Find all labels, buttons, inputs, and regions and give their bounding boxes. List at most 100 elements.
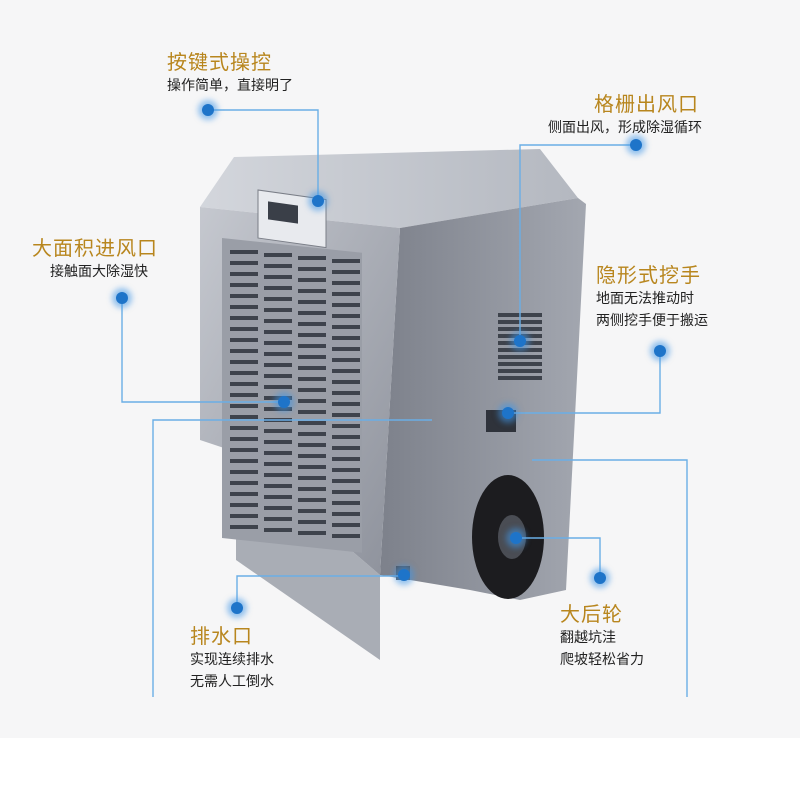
grille-slot bbox=[230, 305, 258, 309]
callout-title: 排水口 bbox=[190, 624, 253, 648]
grille-slot bbox=[230, 415, 258, 419]
grille-slot bbox=[264, 484, 292, 488]
grille-slot bbox=[230, 283, 258, 287]
grille-slot bbox=[264, 407, 292, 411]
callout-line: 两侧挖手便于搬运 bbox=[596, 313, 708, 329]
grille-slot bbox=[230, 514, 258, 518]
grille-slot bbox=[298, 465, 326, 469]
grille-slot bbox=[230, 503, 258, 507]
grille-slot bbox=[264, 506, 292, 510]
grille-slot bbox=[332, 358, 360, 362]
grille-slot bbox=[298, 388, 326, 392]
grille-slot bbox=[230, 437, 258, 441]
grille-slot bbox=[332, 523, 360, 527]
grille-slot bbox=[298, 322, 326, 326]
grille-slot bbox=[230, 470, 258, 474]
grille-slot bbox=[230, 481, 258, 485]
grille-slot bbox=[298, 443, 326, 447]
grille-slot bbox=[264, 440, 292, 444]
grille-slot bbox=[264, 517, 292, 521]
grille-slot bbox=[298, 410, 326, 414]
grille-slot bbox=[332, 303, 360, 307]
callout-line: 爬坡轻松省力 bbox=[560, 652, 644, 668]
callout-line: 接触面大除湿快 bbox=[50, 264, 148, 280]
grille-slot bbox=[230, 360, 258, 364]
grille-slot bbox=[332, 391, 360, 395]
grille-slot bbox=[298, 366, 326, 370]
callout-wheel: 大后轮 翻越坑洼 爬坡轻松省力 bbox=[560, 598, 644, 671]
grille-slot bbox=[264, 495, 292, 499]
grille-slot bbox=[332, 325, 360, 329]
grille-slot bbox=[298, 311, 326, 315]
callout-title: 大后轮 bbox=[560, 602, 623, 626]
front-grille bbox=[222, 237, 362, 553]
grille-slot bbox=[230, 327, 258, 331]
grille-slot bbox=[332, 501, 360, 505]
grille-slot bbox=[264, 264, 292, 268]
grille-slot bbox=[332, 457, 360, 461]
grille-slot bbox=[230, 404, 258, 408]
callout-drain: 排水口 实现连续排水 无需人工倒水 bbox=[190, 620, 274, 693]
grille-slot bbox=[230, 349, 258, 353]
grille-slot bbox=[298, 509, 326, 513]
grille-slot bbox=[332, 490, 360, 494]
grille-slot bbox=[298, 256, 326, 260]
grille-slot bbox=[298, 487, 326, 491]
callout-controls: 按键式操控 操作简单，直接明了 bbox=[167, 46, 293, 97]
grille-slot bbox=[332, 336, 360, 340]
grille-slot bbox=[298, 454, 326, 458]
grille-slot bbox=[298, 520, 326, 524]
grille-slot bbox=[264, 473, 292, 477]
grille-slot bbox=[230, 382, 258, 386]
grille-slot bbox=[264, 363, 292, 367]
grille-slot bbox=[230, 294, 258, 298]
grille-slot bbox=[332, 314, 360, 318]
grille-slot bbox=[264, 352, 292, 356]
grille-slot bbox=[298, 498, 326, 502]
control-panel-dot bbox=[312, 195, 324, 207]
grille-slot bbox=[332, 259, 360, 263]
grille-slot bbox=[332, 369, 360, 373]
grille-slot bbox=[230, 316, 258, 320]
grille-slot bbox=[298, 399, 326, 403]
grille-slot bbox=[332, 413, 360, 417]
grille-slot bbox=[264, 528, 292, 532]
grille-slot bbox=[298, 300, 326, 304]
grille-slot bbox=[298, 355, 326, 359]
grille-slot bbox=[264, 286, 292, 290]
connector-lines bbox=[121, 109, 688, 697]
grille-slot bbox=[264, 341, 292, 345]
grille-slot bbox=[230, 525, 258, 529]
grille-slot bbox=[264, 319, 292, 323]
grille-slot bbox=[264, 374, 292, 378]
grille-slot bbox=[264, 462, 292, 466]
grille-slot bbox=[332, 380, 360, 384]
grille-slot bbox=[264, 275, 292, 279]
grille-slot bbox=[298, 476, 326, 480]
grille-slot bbox=[332, 347, 360, 351]
grille-slot bbox=[230, 371, 258, 375]
inlet-grille-dot bbox=[278, 396, 290, 408]
callout-line: 实现连续排水 bbox=[190, 652, 274, 668]
control-dot bbox=[202, 104, 214, 116]
callout-handle: 隐形式挖手 地面无法推动时 两侧挖手便于搬运 bbox=[596, 259, 708, 332]
grille-slot bbox=[298, 333, 326, 337]
grille-slot bbox=[230, 492, 258, 496]
callout-inlet: 大面积进风口 接触面大除湿快 bbox=[32, 232, 158, 283]
outlet-dot bbox=[630, 139, 642, 151]
callout-line: 无需人工倒水 bbox=[190, 674, 274, 690]
grille-slot bbox=[332, 534, 360, 538]
grille-slot bbox=[264, 297, 292, 301]
callout-line: 操作简单，直接明了 bbox=[167, 78, 293, 94]
drain-dot bbox=[231, 602, 243, 614]
grille-slot bbox=[332, 292, 360, 296]
grille-slot bbox=[298, 289, 326, 293]
callout-title: 格栅出风口 bbox=[594, 92, 699, 116]
grille-slot bbox=[298, 421, 326, 425]
callout-line: 翻越坑洼 bbox=[560, 630, 616, 646]
callout-title: 大面积进风口 bbox=[32, 236, 158, 260]
callout-line: 地面无法推动时 bbox=[596, 291, 694, 307]
callout-title: 隐形式挖手 bbox=[596, 263, 701, 287]
